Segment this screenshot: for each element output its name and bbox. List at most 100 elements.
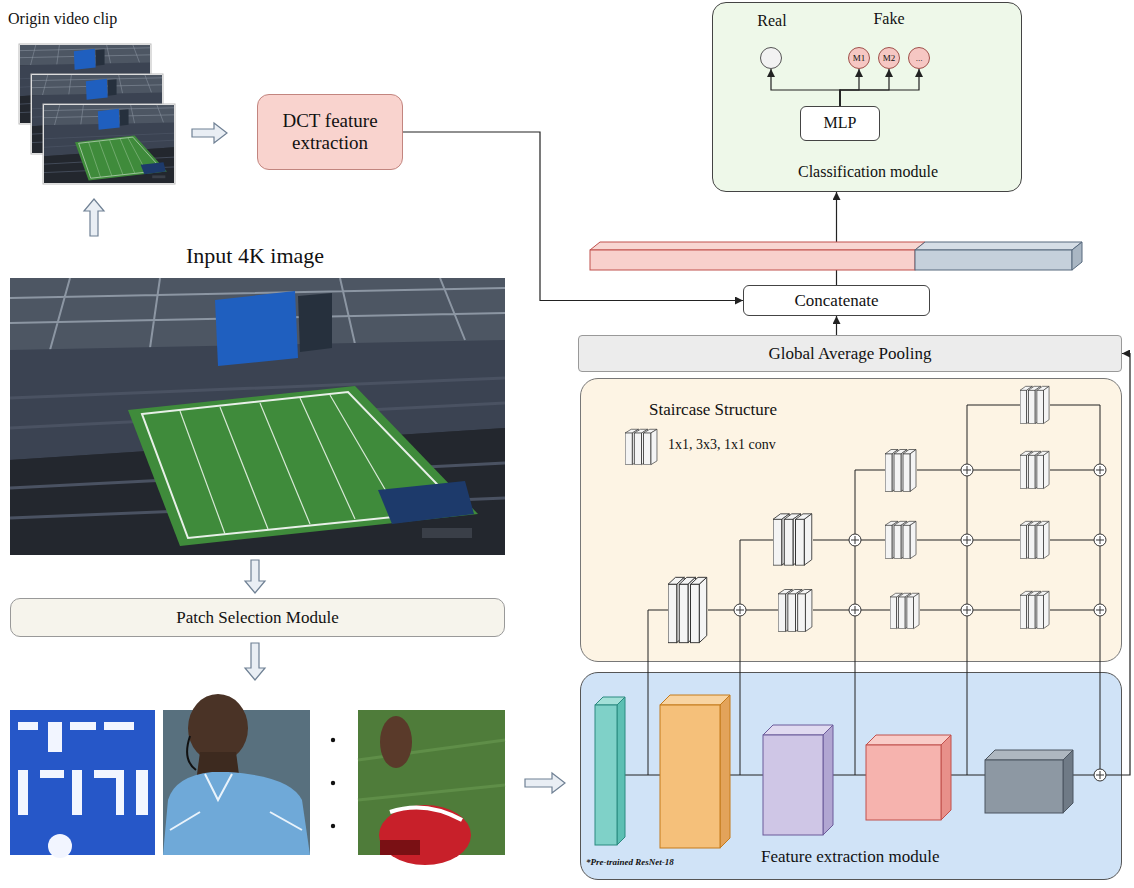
drawing-rect <box>985 760 1063 813</box>
drawing-use <box>778 590 812 632</box>
drawing-path <box>18 722 148 815</box>
drawing-circle <box>331 781 335 785</box>
node-text: DCT feature extraction <box>268 110 392 154</box>
drawing-rect <box>763 735 823 835</box>
drawing-rect <box>660 705 720 848</box>
drawing-ellipse <box>188 694 248 762</box>
drawing-use <box>849 534 861 546</box>
drawing-use <box>734 604 746 616</box>
pooling-band: Global Average Pooling <box>578 335 1122 372</box>
connector <box>840 69 859 106</box>
node-text: Global Average Pooling <box>768 344 931 364</box>
node-text: ... <box>916 53 923 63</box>
drawing-circle <box>331 738 335 742</box>
node-heading: Feature extraction module <box>761 847 939 866</box>
drawing-polygon <box>617 697 625 845</box>
connector <box>836 192 837 285</box>
drawing-use <box>961 534 973 546</box>
drawing-ellipse <box>379 805 471 865</box>
image-patch <box>358 710 505 865</box>
mlp-box: MLP <box>800 106 880 141</box>
output-circle: M2 <box>878 47 900 69</box>
drawing-path <box>187 736 196 770</box>
drawing-use <box>961 604 973 616</box>
image-patch <box>163 694 310 855</box>
node-text: M1 <box>853 53 866 63</box>
drawing-use <box>890 593 919 628</box>
drawing-use <box>1020 386 1049 423</box>
drawing-use <box>44 105 174 183</box>
drawing-polygon <box>84 199 104 236</box>
drawing-use <box>1094 769 1106 781</box>
node-text: Patch Selection Module <box>176 608 338 628</box>
drawing-use <box>1094 464 1106 476</box>
drawing-use <box>668 577 707 642</box>
text-holder: Feature extraction module <box>761 847 939 867</box>
connector <box>1122 354 1130 776</box>
node-heading: Real <box>757 12 786 29</box>
drawing-rect <box>595 705 617 845</box>
drawing-polygon <box>245 643 265 680</box>
resnet-block <box>595 695 1073 848</box>
node-text: MLP <box>824 114 857 132</box>
drawing-polygon <box>525 773 565 793</box>
drawing-path <box>973 470 1020 610</box>
drawing-use <box>885 521 916 558</box>
node-heading: Classification module <box>798 163 938 180</box>
drawing-use <box>1094 534 1106 546</box>
legend-text: 1x1, 3x3, 1x1 conv <box>668 437 776 453</box>
drawing-use <box>1020 591 1049 628</box>
image-caption: Input 4K image <box>186 243 324 268</box>
drawing-path <box>205 774 232 800</box>
drawing-path <box>917 405 1020 775</box>
drawing-use <box>849 604 861 616</box>
connector <box>840 69 919 106</box>
drawing-rect <box>915 250 1072 270</box>
connector <box>840 69 889 106</box>
drawing-rect <box>380 840 420 855</box>
drawing-ellipse <box>380 716 412 768</box>
drawing-path <box>163 772 310 855</box>
connector <box>836 316 837 335</box>
image-caption: Origin video clip <box>8 10 117 28</box>
connector <box>403 132 743 301</box>
dct-box: DCT feature extraction <box>257 94 403 170</box>
drawing-polygon <box>590 242 925 250</box>
drawing-use <box>773 514 812 565</box>
node-text: M2 <box>883 53 896 63</box>
drawing-rect <box>43 104 175 184</box>
text-holder: Real <box>731 12 813 30</box>
drawing-rect <box>10 710 155 855</box>
classification-module: Classification moduleRealM1M2...MLP <box>712 2 1022 192</box>
drawing-circle <box>48 834 72 858</box>
drawing-polygon <box>1072 242 1082 270</box>
drawing-path <box>390 808 462 821</box>
drawing-polygon <box>1063 750 1073 813</box>
drawing-use <box>1020 451 1049 488</box>
block-arrow <box>84 123 565 793</box>
drawing-use <box>1020 521 1049 558</box>
drawing-polygon <box>192 123 227 143</box>
patch-selection-box: Patch Selection Module <box>10 598 505 637</box>
concatenate-box: Concatenate <box>743 285 930 316</box>
image-patch <box>10 710 155 858</box>
input-image <box>10 278 505 555</box>
output-circle: Real <box>760 47 782 69</box>
video-frames <box>19 44 175 184</box>
drawing-circle <box>331 824 335 828</box>
connector <box>771 69 840 106</box>
drawing-path <box>358 740 505 800</box>
drawing-polygon <box>941 735 951 820</box>
drawing-polygon <box>763 725 833 735</box>
ellipsis-dots <box>331 738 335 828</box>
output-circle: ... <box>908 47 930 69</box>
drawing-use <box>1094 604 1106 616</box>
drawing-rect <box>866 745 941 820</box>
legend-conv-symbol <box>625 429 657 464</box>
node-heading: Staircase Structure <box>649 400 777 419</box>
drawing-polygon <box>823 725 833 835</box>
drawing-rect <box>590 250 915 270</box>
feature-vector <box>590 242 1082 270</box>
